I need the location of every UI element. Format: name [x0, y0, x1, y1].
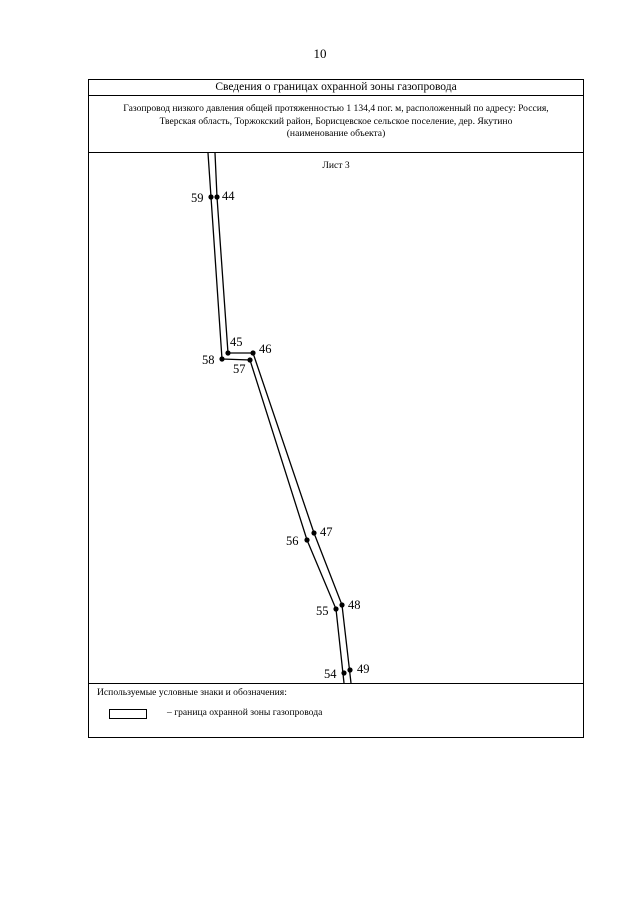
label-47: 47	[320, 525, 333, 539]
boundary-line-right	[214, 153, 352, 683]
point-48	[339, 602, 345, 608]
legend: Используемые условные знаки и обозначени…	[89, 683, 583, 738]
boundary-map-drawing: 59 44 45 46 58 57 56 47 55 48 54 49	[191, 153, 370, 683]
boundary-info-table: Сведения о границах охранной зоны газопр…	[88, 79, 584, 738]
label-44: 44	[222, 189, 235, 203]
table-title: Сведения о границах охранной зоны газопр…	[89, 80, 583, 96]
page-number: 10	[313, 46, 327, 61]
point-49	[347, 667, 353, 673]
legend-item-text: – граница охранной зоны газопровода	[167, 707, 323, 718]
boundary-map: 59 44 45 46 58 57 56 47 55 48 54 49 Лист…	[89, 153, 583, 683]
point-47	[311, 530, 317, 536]
label-57: 57	[233, 362, 246, 376]
legend-swatch-icon	[109, 709, 147, 719]
point-58	[219, 356, 225, 362]
point-44	[214, 194, 220, 200]
point-54	[341, 670, 347, 676]
object-description: Газопровод низкого давления общей протяж…	[89, 95, 583, 153]
label-58: 58	[202, 353, 215, 367]
point-57	[247, 357, 253, 363]
label-56: 56	[286, 534, 299, 548]
point-45	[225, 350, 231, 356]
legend-title: Используемые условные знаки и обозначени…	[97, 687, 287, 698]
label-59: 59	[191, 191, 204, 205]
label-48: 48	[348, 598, 361, 612]
sheet-label: Лист 3	[322, 160, 350, 171]
point-55	[333, 606, 339, 612]
label-46: 46	[259, 342, 272, 356]
description-line-3: (наименование объекта)	[286, 128, 386, 140]
description-line-2: Тверская область, Торжокский район, Бори…	[159, 115, 513, 127]
label-45: 45	[230, 335, 243, 349]
point-56	[304, 537, 310, 543]
label-49: 49	[357, 662, 370, 676]
description-line-1: Газопровод низкого давления общей протяж…	[123, 103, 549, 114]
point-59	[208, 194, 214, 200]
label-54: 54	[324, 667, 337, 681]
point-46	[250, 350, 256, 356]
label-55: 55	[316, 604, 329, 618]
